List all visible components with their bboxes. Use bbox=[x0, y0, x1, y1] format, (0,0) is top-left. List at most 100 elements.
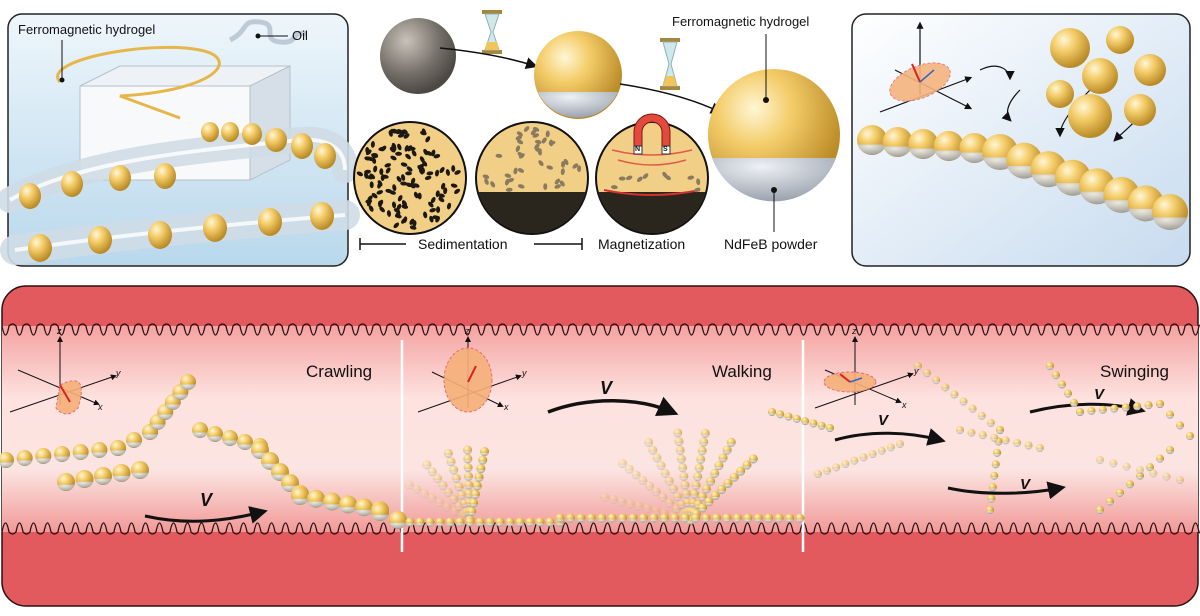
bead bbox=[457, 490, 467, 500]
ndfeb-particle bbox=[393, 208, 401, 213]
ndfeb-particle bbox=[559, 180, 565, 187]
ndfeb-particle bbox=[482, 174, 490, 179]
bead bbox=[644, 437, 654, 447]
bead-chains bbox=[0, 125, 1194, 529]
bead bbox=[673, 492, 683, 502]
bead bbox=[0, 452, 14, 468]
bead bbox=[990, 471, 999, 480]
bead bbox=[652, 453, 662, 463]
bead bbox=[469, 498, 479, 508]
axis-x-crawling: x bbox=[98, 402, 103, 412]
ndfeb-particle bbox=[548, 140, 556, 146]
bead bbox=[660, 468, 670, 478]
ndfeb-particle bbox=[422, 160, 428, 167]
ndfeb-particle bbox=[438, 193, 445, 198]
bead bbox=[420, 489, 430, 499]
bead bbox=[449, 494, 459, 504]
ndfeb-particle bbox=[513, 167, 518, 175]
ndfeb-particle bbox=[378, 146, 386, 151]
bead bbox=[651, 487, 661, 497]
ndfeb-particle bbox=[430, 196, 436, 204]
bead bbox=[54, 446, 70, 462]
bead bbox=[422, 460, 432, 470]
bead bbox=[75, 470, 94, 488]
bead bbox=[634, 501, 644, 511]
bead bbox=[714, 461, 724, 471]
ndfeb-particle bbox=[454, 188, 461, 194]
bead bbox=[681, 489, 691, 499]
ndfeb-particle bbox=[443, 187, 448, 195]
ndfeb-particle bbox=[664, 175, 671, 181]
ndfeb-particle bbox=[505, 187, 513, 192]
ndfeb-particle bbox=[373, 165, 378, 173]
bead bbox=[35, 448, 52, 464]
bead bbox=[535, 517, 545, 527]
ndfeb-particle bbox=[405, 171, 412, 176]
ndfeb-particle bbox=[484, 178, 489, 185]
ndfeb-particle bbox=[390, 155, 397, 161]
bead bbox=[222, 430, 238, 446]
ndfeb-particle bbox=[376, 190, 384, 195]
bead bbox=[990, 433, 999, 442]
bead bbox=[597, 513, 607, 523]
process-hydrogel-label: Ferromagnetic hydrogel bbox=[672, 14, 810, 29]
bead bbox=[476, 464, 486, 474]
bead bbox=[449, 465, 459, 475]
ndfeb-particle bbox=[438, 197, 445, 203]
bead bbox=[638, 475, 648, 485]
bead bbox=[485, 517, 495, 527]
axis-x-walking: x bbox=[504, 402, 509, 412]
bead bbox=[1136, 466, 1144, 474]
ndfeb-particle bbox=[406, 166, 413, 172]
ndfeb-particle bbox=[423, 148, 428, 156]
bead bbox=[857, 125, 887, 155]
ndfeb-particle bbox=[408, 146, 416, 151]
sedimentation-label: Sedimentation bbox=[418, 236, 508, 252]
bead bbox=[472, 481, 482, 491]
bead bbox=[1098, 405, 1107, 414]
bead bbox=[950, 390, 959, 399]
mode-label-swinging: Swinging bbox=[1100, 362, 1169, 381]
bead bbox=[691, 480, 701, 490]
ndfeb-particle bbox=[420, 166, 425, 174]
bead bbox=[389, 511, 407, 529]
ndfeb-particle bbox=[687, 175, 695, 180]
bead bbox=[628, 513, 638, 523]
bead bbox=[774, 513, 784, 523]
velocity-arrow-walking bbox=[547, 396, 679, 417]
ndfeb-particle bbox=[420, 131, 427, 136]
bead bbox=[435, 498, 445, 507]
ndfeb-particle bbox=[532, 133, 540, 138]
ndfeb-particle bbox=[439, 167, 445, 174]
ndfeb-particle bbox=[445, 169, 450, 176]
bead bbox=[1133, 402, 1142, 411]
bead bbox=[1126, 480, 1134, 489]
bead bbox=[438, 481, 448, 491]
bead bbox=[826, 424, 834, 432]
bead bbox=[427, 467, 437, 477]
bead bbox=[676, 454, 686, 464]
ndfeb-particle bbox=[429, 215, 434, 223]
bead bbox=[801, 417, 810, 426]
bead bbox=[323, 492, 341, 511]
bead bbox=[131, 461, 149, 479]
ndfeb-particle bbox=[523, 126, 530, 132]
ndfeb-particle bbox=[377, 182, 382, 189]
bead bbox=[986, 506, 994, 514]
ndfeb-particle bbox=[401, 200, 407, 207]
bead bbox=[91, 442, 108, 458]
magnet-s-label: S bbox=[663, 146, 668, 153]
bead bbox=[659, 513, 669, 523]
bead bbox=[991, 460, 1000, 469]
bead bbox=[768, 408, 776, 416]
bead bbox=[987, 494, 996, 503]
bead bbox=[697, 492, 707, 502]
velocity-arrow-crawling bbox=[144, 506, 268, 524]
bead bbox=[968, 404, 977, 413]
bead bbox=[446, 457, 456, 467]
bead bbox=[722, 513, 732, 523]
hydrogel-inlet-line bbox=[56, 45, 221, 120]
tube-beads bbox=[19, 122, 336, 262]
ndfeb-particle bbox=[541, 137, 547, 144]
bead bbox=[696, 454, 706, 464]
